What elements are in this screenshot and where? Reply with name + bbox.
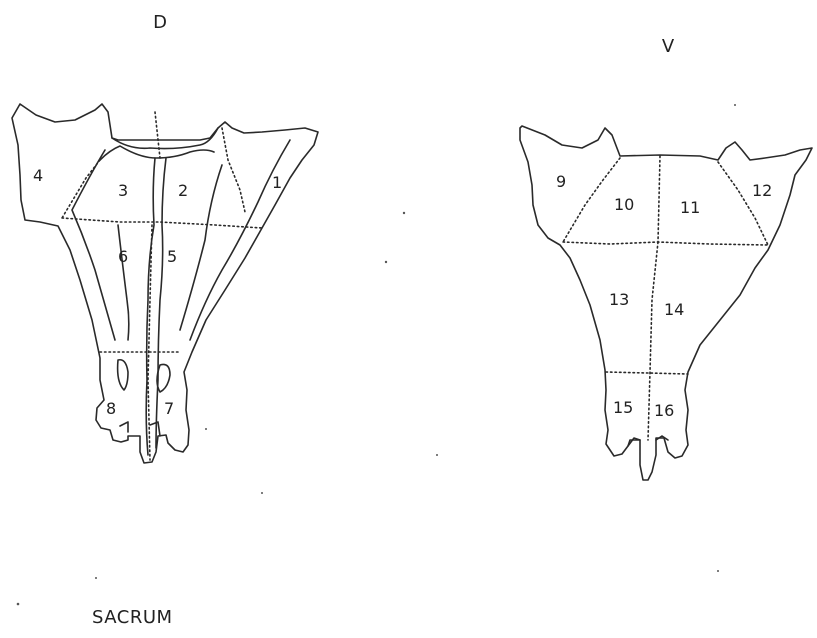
region-label-6: 6 bbox=[118, 247, 128, 266]
dorsal-foramen-left bbox=[118, 360, 128, 390]
dorsal-view: D 1 2 3 4 5 6 7 8 bbox=[12, 12, 318, 463]
region-label-12: 12 bbox=[752, 181, 772, 200]
region-label-7: 7 bbox=[164, 399, 174, 418]
ventral-view-label: V bbox=[662, 36, 675, 57]
scan-specks bbox=[17, 104, 736, 605]
ventral-divider-left-wing bbox=[563, 158, 620, 242]
region-label-10: 10 bbox=[614, 195, 634, 214]
region-label-1: 1 bbox=[272, 173, 282, 192]
dorsal-left-outer-ridge bbox=[72, 150, 115, 340]
ventral-divider-right-wing bbox=[718, 162, 768, 245]
region-label-9: 9 bbox=[556, 172, 566, 191]
region-label-5: 5 bbox=[167, 247, 177, 266]
region-label-13: 13 bbox=[609, 290, 629, 309]
dorsal-notch-right bbox=[150, 422, 160, 436]
region-label-15: 15 bbox=[613, 398, 633, 417]
ventral-divider-midline-upper bbox=[658, 156, 660, 242]
region-label-11: 11 bbox=[680, 198, 700, 217]
figure-caption: SACRUM bbox=[92, 607, 173, 628]
dorsal-divider-midline bbox=[155, 112, 160, 158]
dorsal-divider-right-wing bbox=[222, 128, 245, 212]
dorsal-notch-left bbox=[120, 422, 128, 432]
dorsal-left-inner-ridge bbox=[118, 225, 129, 340]
dorsal-foramen-right bbox=[157, 364, 170, 392]
ventral-view: V 9 10 11 12 13 14 15 16 bbox=[520, 36, 812, 480]
dorsal-view-label: D bbox=[153, 12, 167, 33]
ventral-divider-caudal bbox=[606, 372, 688, 374]
region-label-4: 4 bbox=[33, 166, 43, 185]
region-label-2: 2 bbox=[178, 181, 188, 200]
ventral-divider-horizontal bbox=[563, 242, 768, 245]
region-label-16: 16 bbox=[654, 401, 674, 420]
region-label-14: 14 bbox=[664, 300, 684, 319]
region-label-3: 3 bbox=[118, 181, 128, 200]
dorsal-top-band bbox=[112, 128, 218, 149]
region-label-8: 8 bbox=[106, 399, 116, 418]
